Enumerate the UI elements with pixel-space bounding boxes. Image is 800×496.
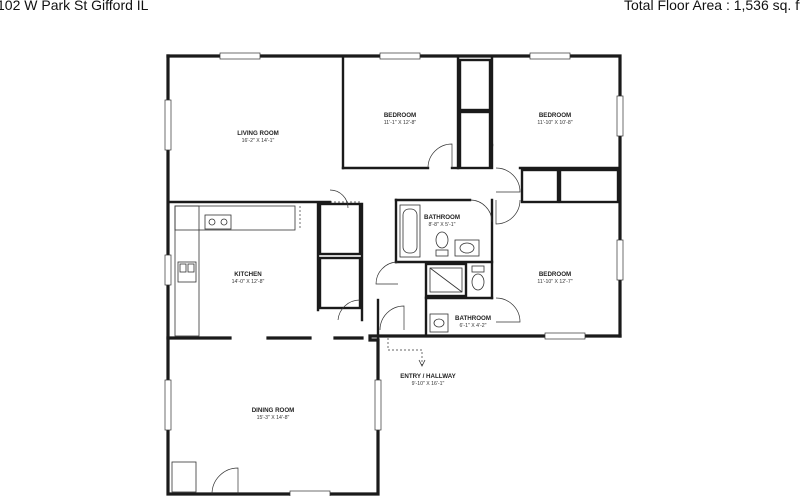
room-labels: LIVING ROOM 16'-2" X 14'-1" BEDROOM 11'-…	[232, 112, 573, 421]
bedroom1-name: BEDROOM	[384, 112, 416, 119]
bedroom1-dims: 11'-1" X 12'-8"	[384, 120, 417, 126]
bedroom3-name: BEDROOM	[539, 271, 571, 278]
interior-walls	[168, 56, 620, 340]
bathroom2-name: BATHROOM	[455, 315, 491, 322]
bedroom2-name: BEDROOM	[539, 112, 571, 119]
entry-name: ENTRY / HALLWAY	[400, 373, 456, 380]
bathroom2-dims: 6'-1" X 4'-2"	[459, 323, 486, 329]
kitchen-dims: 14'-0" X 12'-8"	[232, 279, 265, 285]
living-room-name: LIVING ROOM	[237, 130, 279, 137]
entry-dims: 9'-10" X 16'-1"	[412, 381, 445, 387]
bedroom2-dims: 11'-10" X 10'-8"	[537, 120, 572, 126]
bathroom1-name: BATHROOM	[424, 214, 460, 221]
living-room-dims: 16'-2" X 14'-1"	[242, 138, 275, 144]
property-address: 102 W Park St Gifford IL	[0, 0, 149, 13]
dining-room-name: DINING ROOM	[252, 407, 295, 414]
windows	[164, 52, 624, 496]
total-floor-area: Total Floor Area : 1,536 sq. ft	[624, 0, 800, 13]
fixtures	[171, 204, 485, 493]
bedroom3-dims: 11'-10" X 12'-7"	[537, 279, 572, 285]
kitchen-name: KITCHEN	[234, 271, 262, 278]
doors	[211, 143, 521, 495]
bathroom1-dims: 8'-8" X 5'-1"	[428, 222, 455, 228]
dining-room-dims: 15'-3" X 14'-8"	[257, 415, 290, 421]
